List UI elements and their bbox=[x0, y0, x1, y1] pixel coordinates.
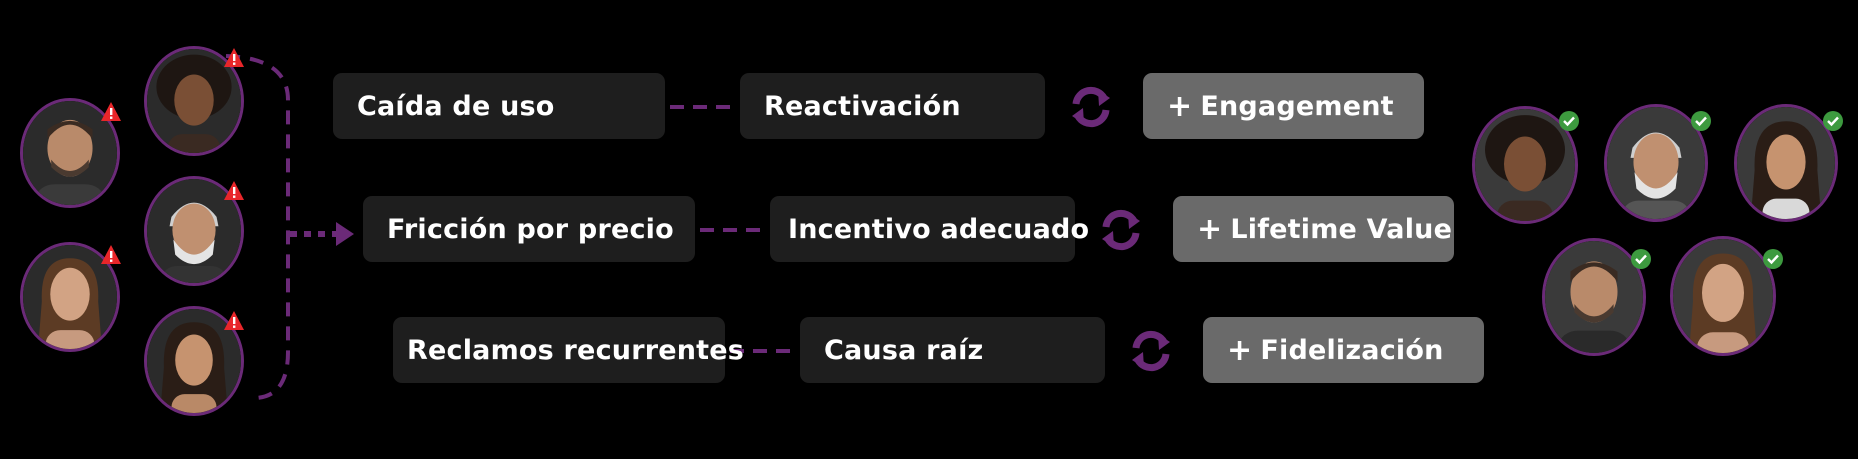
action-label-1: Reactivación bbox=[764, 90, 961, 122]
customer-avatar-retained bbox=[1472, 106, 1578, 224]
refresh-cycle-icon bbox=[1102, 209, 1140, 251]
customer-avatar-retained bbox=[1670, 236, 1776, 356]
problem-label-3: Reclamos recurrentes bbox=[407, 334, 745, 366]
check-circle-icon bbox=[1691, 111, 1711, 131]
outcome-box-2: + Lifetime Value bbox=[1173, 196, 1454, 262]
warning-triangle-icon bbox=[224, 181, 244, 200]
refresh-cycle-icon bbox=[1132, 330, 1170, 372]
action-box-3: Causa raíz bbox=[800, 317, 1105, 383]
left-group-bracket bbox=[225, 54, 290, 400]
customer-avatar-at-risk bbox=[144, 176, 244, 286]
action-label-2: Incentivo adecuado bbox=[788, 213, 1090, 245]
problem-label-2: Fricción por precio bbox=[387, 213, 674, 245]
warning-triangle-icon bbox=[101, 102, 121, 121]
problem-box-1: Caída de uso bbox=[333, 73, 665, 139]
warning-triangle-icon bbox=[224, 48, 244, 67]
problem-label-1: Caída de uso bbox=[357, 90, 555, 122]
outcome-box-1: + Engagement bbox=[1143, 73, 1424, 139]
outcome-box-3: + Fidelización bbox=[1203, 317, 1484, 383]
check-circle-icon bbox=[1559, 111, 1579, 131]
action-label-3: Causa raíz bbox=[824, 334, 984, 366]
outcome-label-3: Fidelización bbox=[1260, 334, 1444, 366]
customer-avatar-retained bbox=[1734, 104, 1838, 222]
outcome-plus-2: + bbox=[1197, 211, 1223, 247]
action-box-2: Incentivo adecuado bbox=[770, 196, 1089, 262]
warning-triangle-icon bbox=[101, 245, 121, 264]
problem-box-2: Fricción por precio bbox=[363, 196, 695, 262]
customer-avatar-at-risk bbox=[20, 242, 120, 352]
check-circle-icon bbox=[1763, 249, 1783, 269]
customer-avatar-at-risk bbox=[144, 306, 244, 416]
outcome-label-1: Engagement bbox=[1200, 90, 1394, 122]
outcome-plus-3: + bbox=[1227, 332, 1253, 368]
check-circle-icon bbox=[1631, 249, 1651, 269]
outcome-plus-1: + bbox=[1167, 88, 1193, 124]
problem-box-3: Reclamos recurrentes bbox=[393, 317, 744, 383]
action-box-1: Reactivación bbox=[740, 73, 1045, 139]
refresh-cycle-icon bbox=[1072, 86, 1110, 128]
arrow-head bbox=[336, 222, 354, 246]
customer-avatar-retained bbox=[1604, 104, 1708, 222]
warning-triangle-icon bbox=[224, 311, 244, 330]
outcome-label-2: Lifetime Value bbox=[1230, 213, 1453, 245]
customer-avatar-retained bbox=[1542, 238, 1646, 356]
check-circle-icon bbox=[1823, 111, 1843, 131]
customer-avatar-at-risk bbox=[20, 98, 120, 208]
